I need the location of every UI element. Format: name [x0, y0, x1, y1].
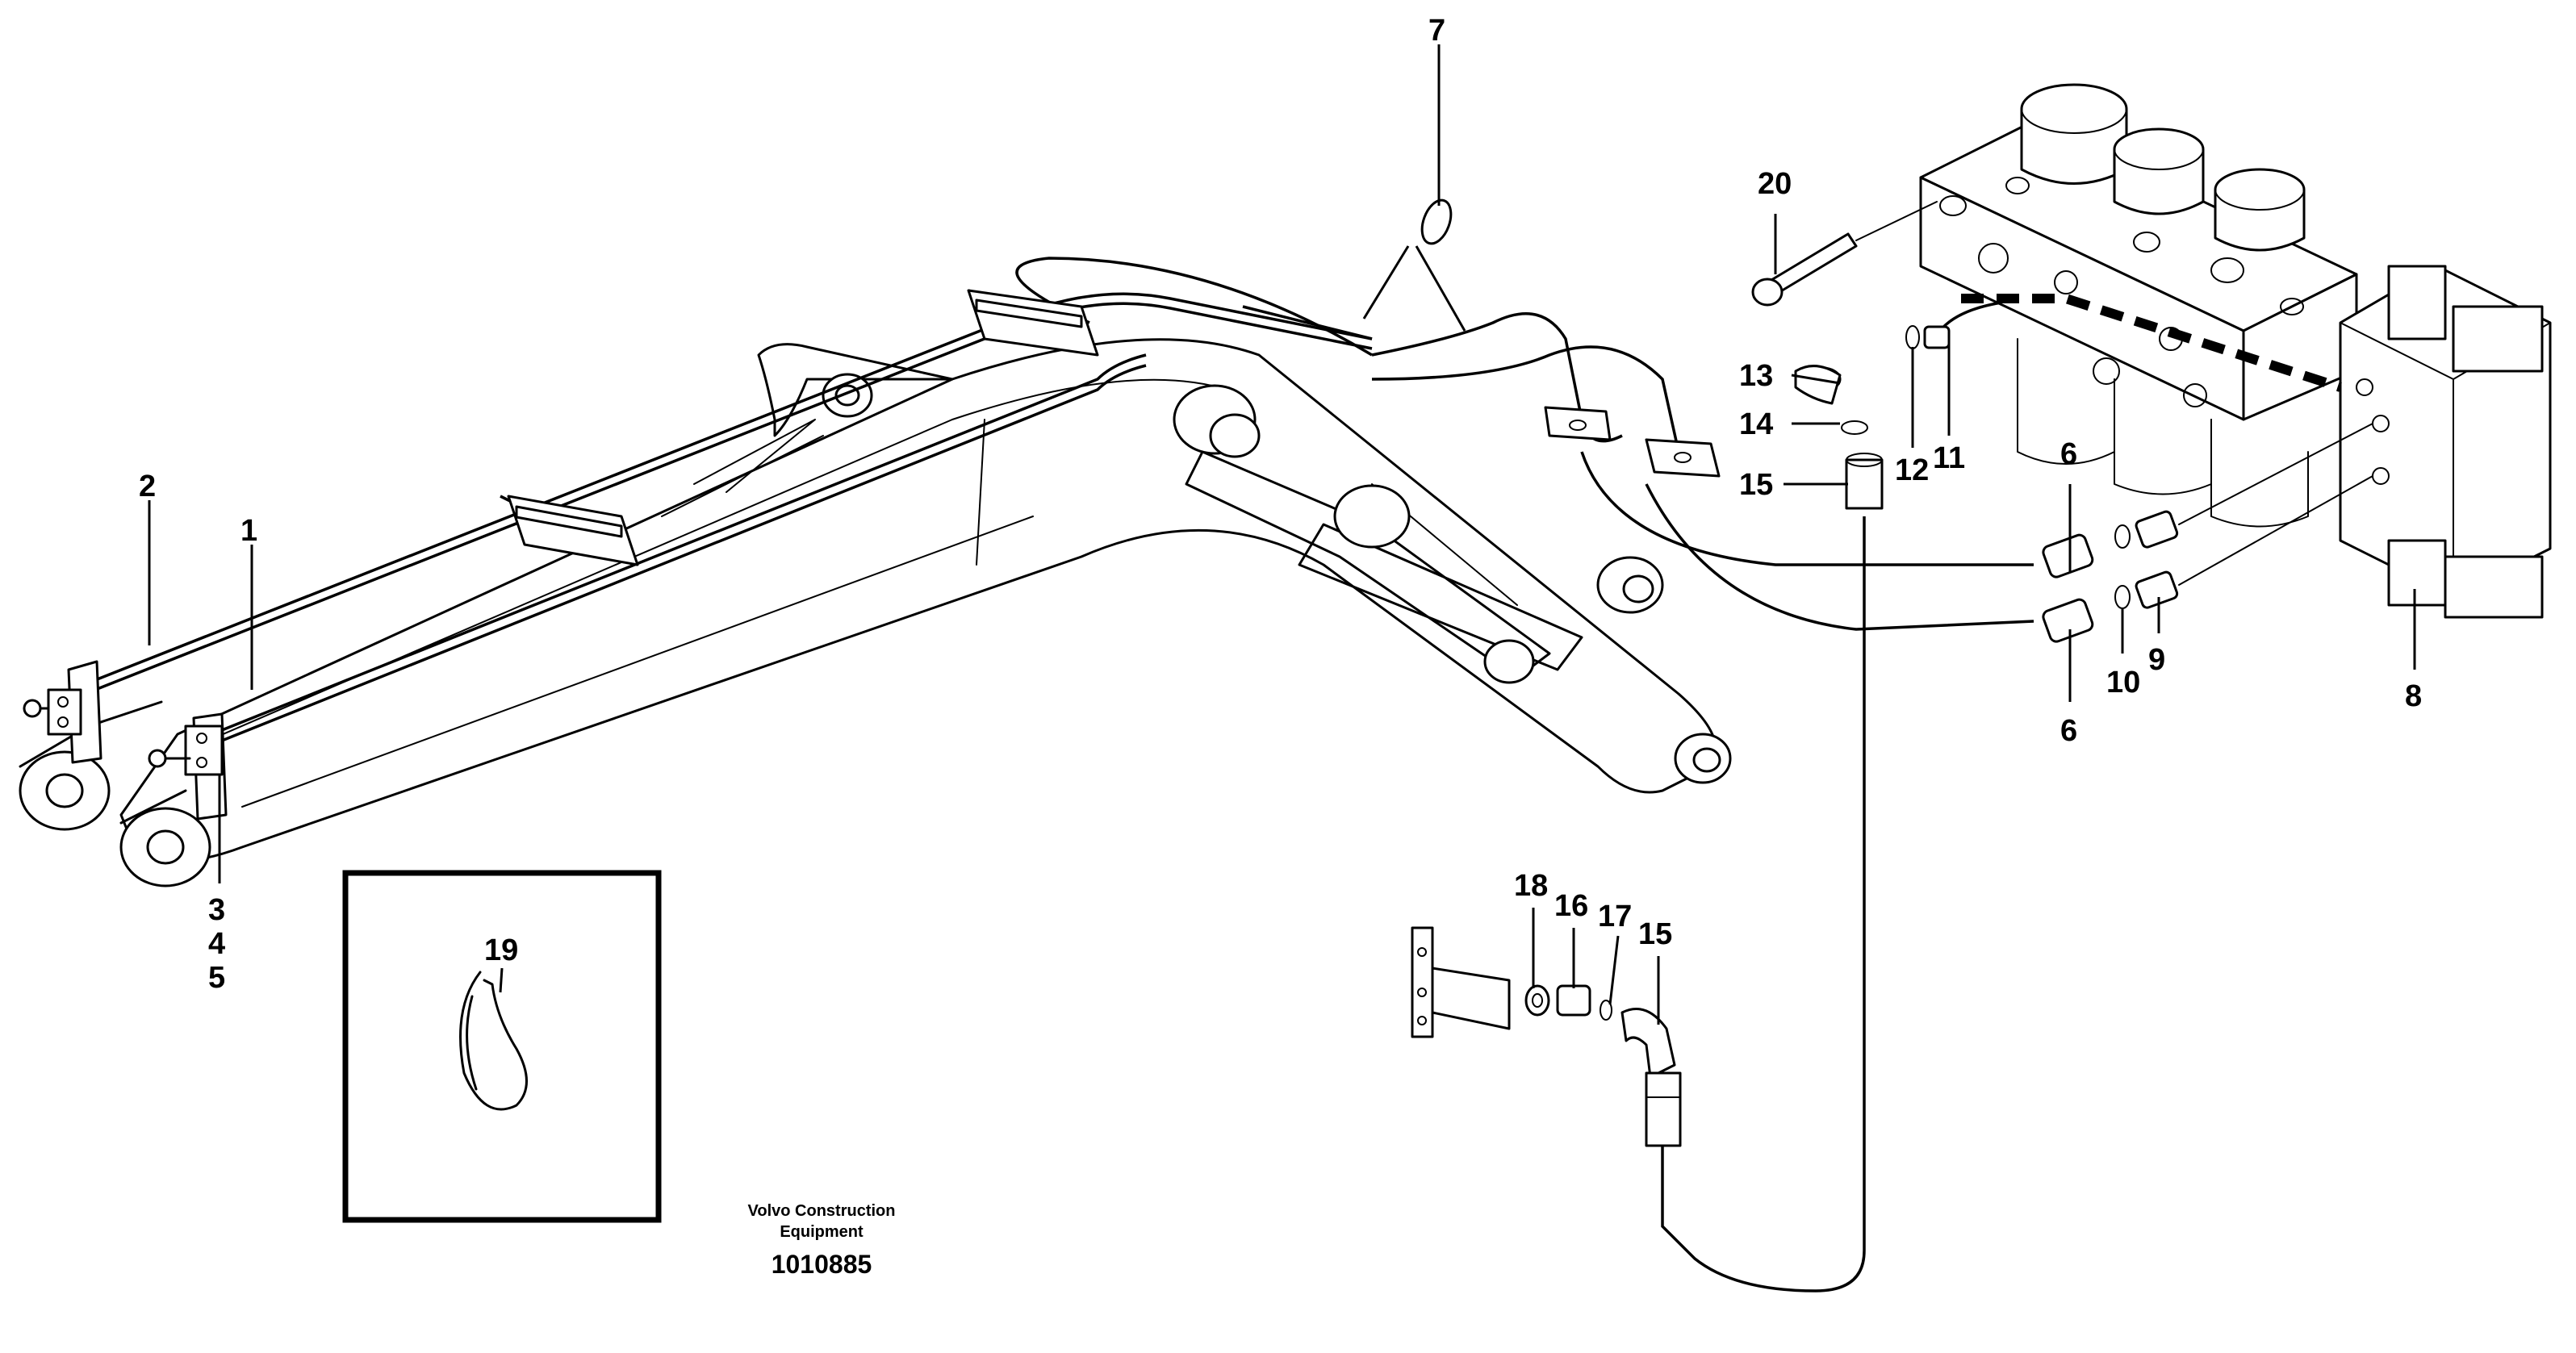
- boom-hose-tubes: [80, 257, 1373, 750]
- caption-code: 1010885: [772, 1250, 872, 1279]
- label-2: 2: [139, 470, 156, 503]
- label-13: 13: [1739, 359, 1773, 393]
- leader-lines: [148, 44, 2416, 1025]
- label-12: 12: [1895, 453, 1929, 487]
- caption: Volvo Construction Equipment 1010885: [748, 1202, 896, 1279]
- label-5: 5: [208, 961, 225, 995]
- boom-arm: [19, 338, 1732, 887]
- label-19: 19: [484, 933, 518, 967]
- label-9: 9: [2148, 643, 2165, 677]
- caption-line2: Equipment: [780, 1223, 864, 1241]
- control-valve-block: [1919, 83, 2552, 619]
- inset-box: [342, 870, 662, 1223]
- label-18: 18: [1514, 869, 1548, 903]
- lower-fitting-assembly: [1411, 926, 1682, 1147]
- cable-tie: [459, 971, 528, 1111]
- label-15-top: 15: [1739, 468, 1773, 502]
- label-3: 3: [208, 893, 225, 927]
- part-labels: 7 20 2 1 13 14 15 12 11 6 6 9 10 8 3 4 5…: [139, 14, 2422, 995]
- label-14: 14: [1739, 407, 1773, 441]
- label-6-top: 6: [2060, 437, 2077, 471]
- label-20: 20: [1758, 167, 1792, 201]
- tube-clamps: [23, 289, 1099, 821]
- bolt-20: [1751, 201, 1938, 307]
- label-17: 17: [1598, 900, 1632, 933]
- label-6-bottom: 6: [2060, 714, 2077, 748]
- upper-hoses: [1371, 312, 2034, 1292]
- label-10: 10: [2106, 666, 2140, 699]
- caption-line1: Volvo Construction: [748, 1202, 896, 1220]
- label-7: 7: [1428, 14, 1445, 48]
- label-8: 8: [2405, 679, 2422, 713]
- label-1: 1: [240, 514, 257, 548]
- valve-fittings: [1794, 301, 2373, 643]
- dashed-pipe: [1961, 294, 2342, 392]
- label-11: 11: [1933, 441, 1965, 475]
- label-15-bottom: 15: [1638, 917, 1672, 951]
- label-4: 4: [208, 927, 225, 961]
- label-16: 16: [1554, 889, 1588, 923]
